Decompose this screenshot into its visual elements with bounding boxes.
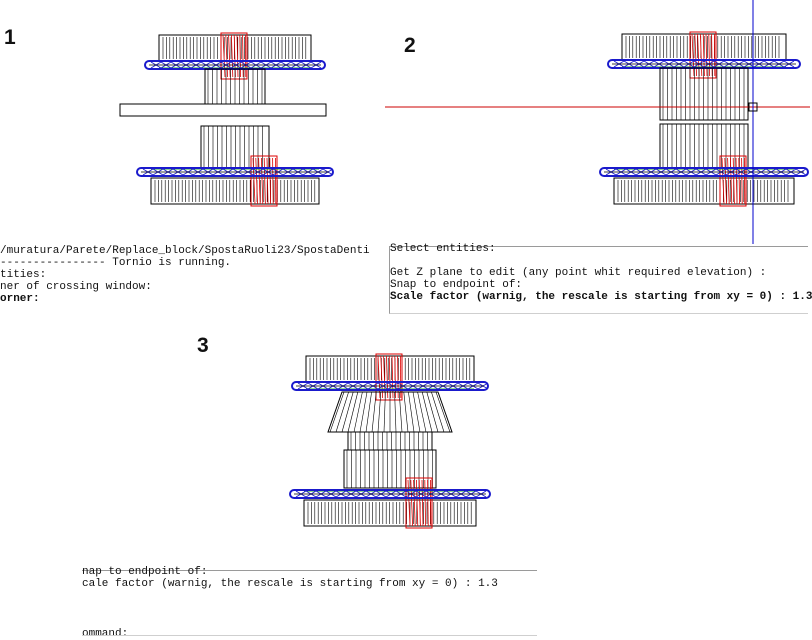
console-line (390, 255, 808, 267)
command-console-2[interactable]: Select entities: Get Z plane to edit (an… (389, 243, 812, 314)
console-line: ner of crossing window: (0, 281, 152, 293)
command-console-3[interactable]: nap to endpoint of: cale factor (warnig,… (82, 566, 537, 640)
lathe-model-wireframe-1 (119, 32, 334, 207)
console-line: Select entities: (390, 243, 496, 255)
console-line: ommand: (82, 628, 129, 640)
command-console-1[interactable]: /muratura/Parete/Replace_block/SpostaRuo… (0, 245, 380, 311)
console-line (82, 590, 537, 602)
cad-viewport-2[interactable] (385, 0, 810, 244)
lathe-model-wireframe-2 (385, 0, 810, 244)
console-line: /muratura/Parete/Replace_block/SpostaRuo… (0, 245, 370, 257)
console-line: Get Z plane to edit (any point whit requ… (390, 267, 767, 279)
console-line: cale factor (warnig, the rescale is star… (82, 578, 498, 590)
console-line: ---------------- Tornio is running. (0, 257, 232, 269)
step-label-2: 2 (404, 34, 416, 57)
cad-viewport-3[interactable] (280, 348, 500, 532)
console-line: nap to endpoint of: (82, 566, 208, 578)
crosshair-pickbox (748, 102, 758, 112)
console-line: orner: (0, 293, 40, 305)
cad-viewport-1[interactable] (110, 28, 360, 210)
console-line: Snap to endpoint of: (390, 279, 523, 291)
console-input-underline (82, 635, 537, 636)
console-line: Scale factor (warnig, the rescale is sta… (390, 291, 812, 303)
console-line (82, 602, 537, 614)
step-label-1: 1 (4, 26, 16, 49)
console-line: tities: (0, 269, 47, 281)
lathe-model-wireframe-3 (289, 353, 491, 529)
step-label-3: 3 (197, 334, 209, 357)
